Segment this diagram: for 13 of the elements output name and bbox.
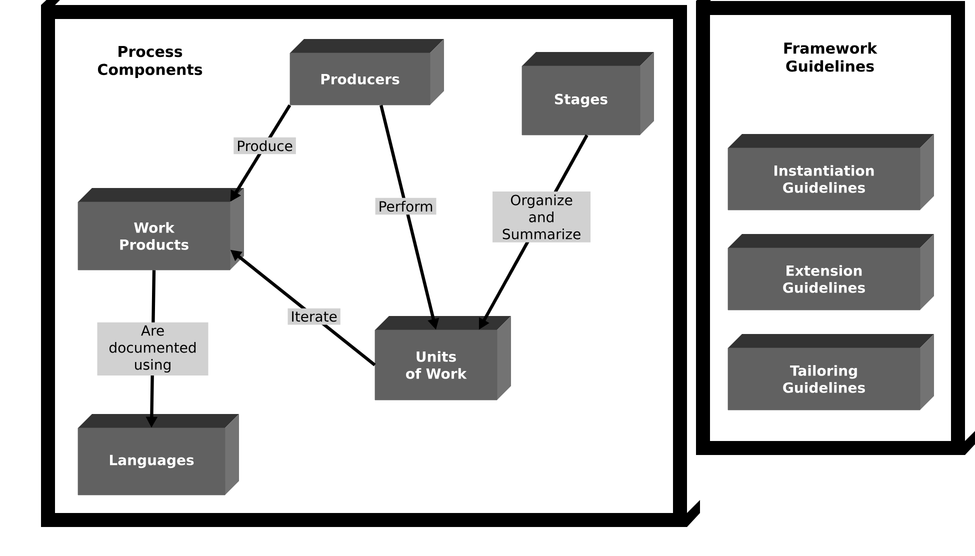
edge-label: Produce [234, 137, 296, 154]
block: Units of Work [374, 316, 511, 400]
block: Instantiation Guidelines [728, 134, 934, 210]
block: Extension Guidelines [728, 234, 934, 310]
block: Stages [522, 52, 654, 136]
block: Tailoring Guidelines [728, 334, 934, 410]
block: Languages [78, 414, 239, 496]
edge-label: Perform [375, 198, 436, 215]
block: Work Products [78, 188, 244, 270]
edge-label: Iterate [288, 308, 340, 325]
block: Producers [290, 39, 444, 106]
edge-label: Are documented using [97, 322, 208, 376]
edge-label: Organize and Summarize [492, 192, 591, 242]
